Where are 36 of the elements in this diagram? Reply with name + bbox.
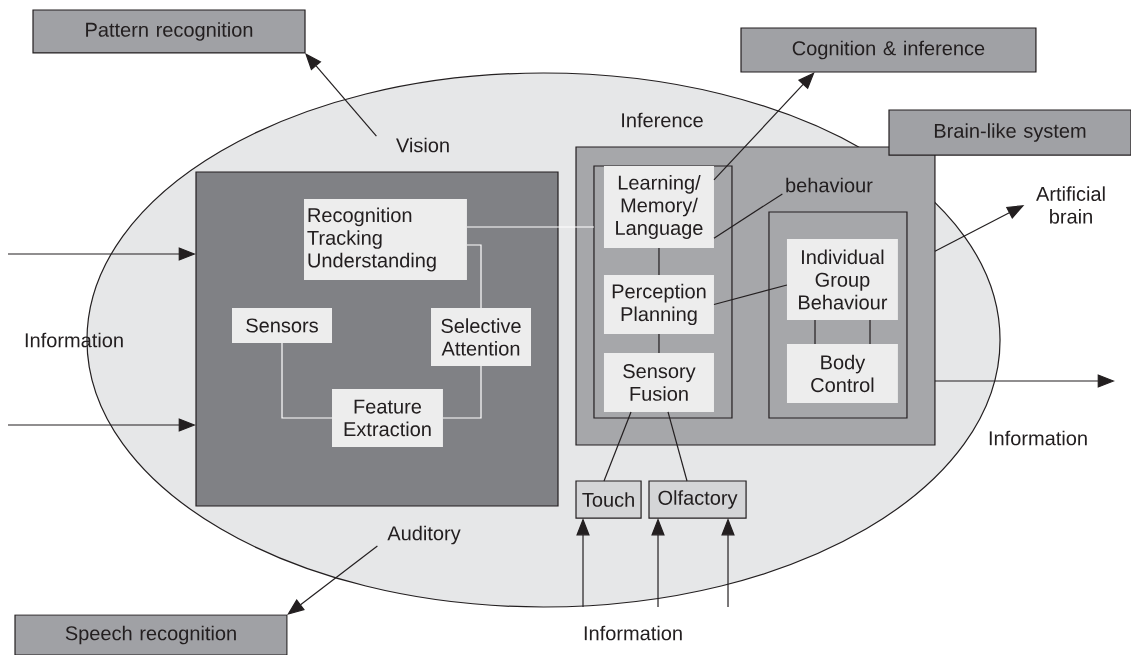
connector-line [658,333,660,354]
text-label: Vision [396,137,449,153]
text-label: Information [989,430,1087,446]
function-box: Perception Planning [604,275,714,334]
arrow [713,72,815,181]
category-box: Cognition & inference [740,27,1037,73]
function-box: Feature Extraction [332,389,443,447]
sense-box: Olfactory [648,480,747,519]
connector-line [466,244,482,309]
text-label: Information [584,625,682,641]
connector-line [281,342,333,419]
category-box: Speech recognition [14,614,288,655]
sense-box: Touch [575,480,642,519]
text-label: behaviour [786,177,873,193]
text-label: Artificial brain [1036,186,1105,224]
connector-line [869,319,871,345]
function-box: Recognition Tracking Understanding [304,199,467,281]
function-box: Selective Attention [431,308,531,366]
connector-line [466,226,595,228]
arrow [287,545,378,615]
category-box: Pattern recognition [32,9,306,54]
connector-line [603,411,632,482]
function-box: Learning/ Memory/ Language [604,166,714,248]
function-box: Body Control [786,344,898,403]
connector-line [814,319,816,345]
function-box: Sensors [232,308,332,343]
connector-line [667,411,688,482]
connector-line [442,365,482,419]
category-box: Brain-like system [888,109,1131,156]
text-label: Auditory [387,525,461,545]
function-box: Sensory Fusion [604,353,714,412]
text-label: Inference [622,112,703,128]
connector-line [658,247,660,276]
connector-line [713,193,783,239]
connector-line [713,284,788,306]
function-box: Individual Group Behaviour [786,239,898,321]
